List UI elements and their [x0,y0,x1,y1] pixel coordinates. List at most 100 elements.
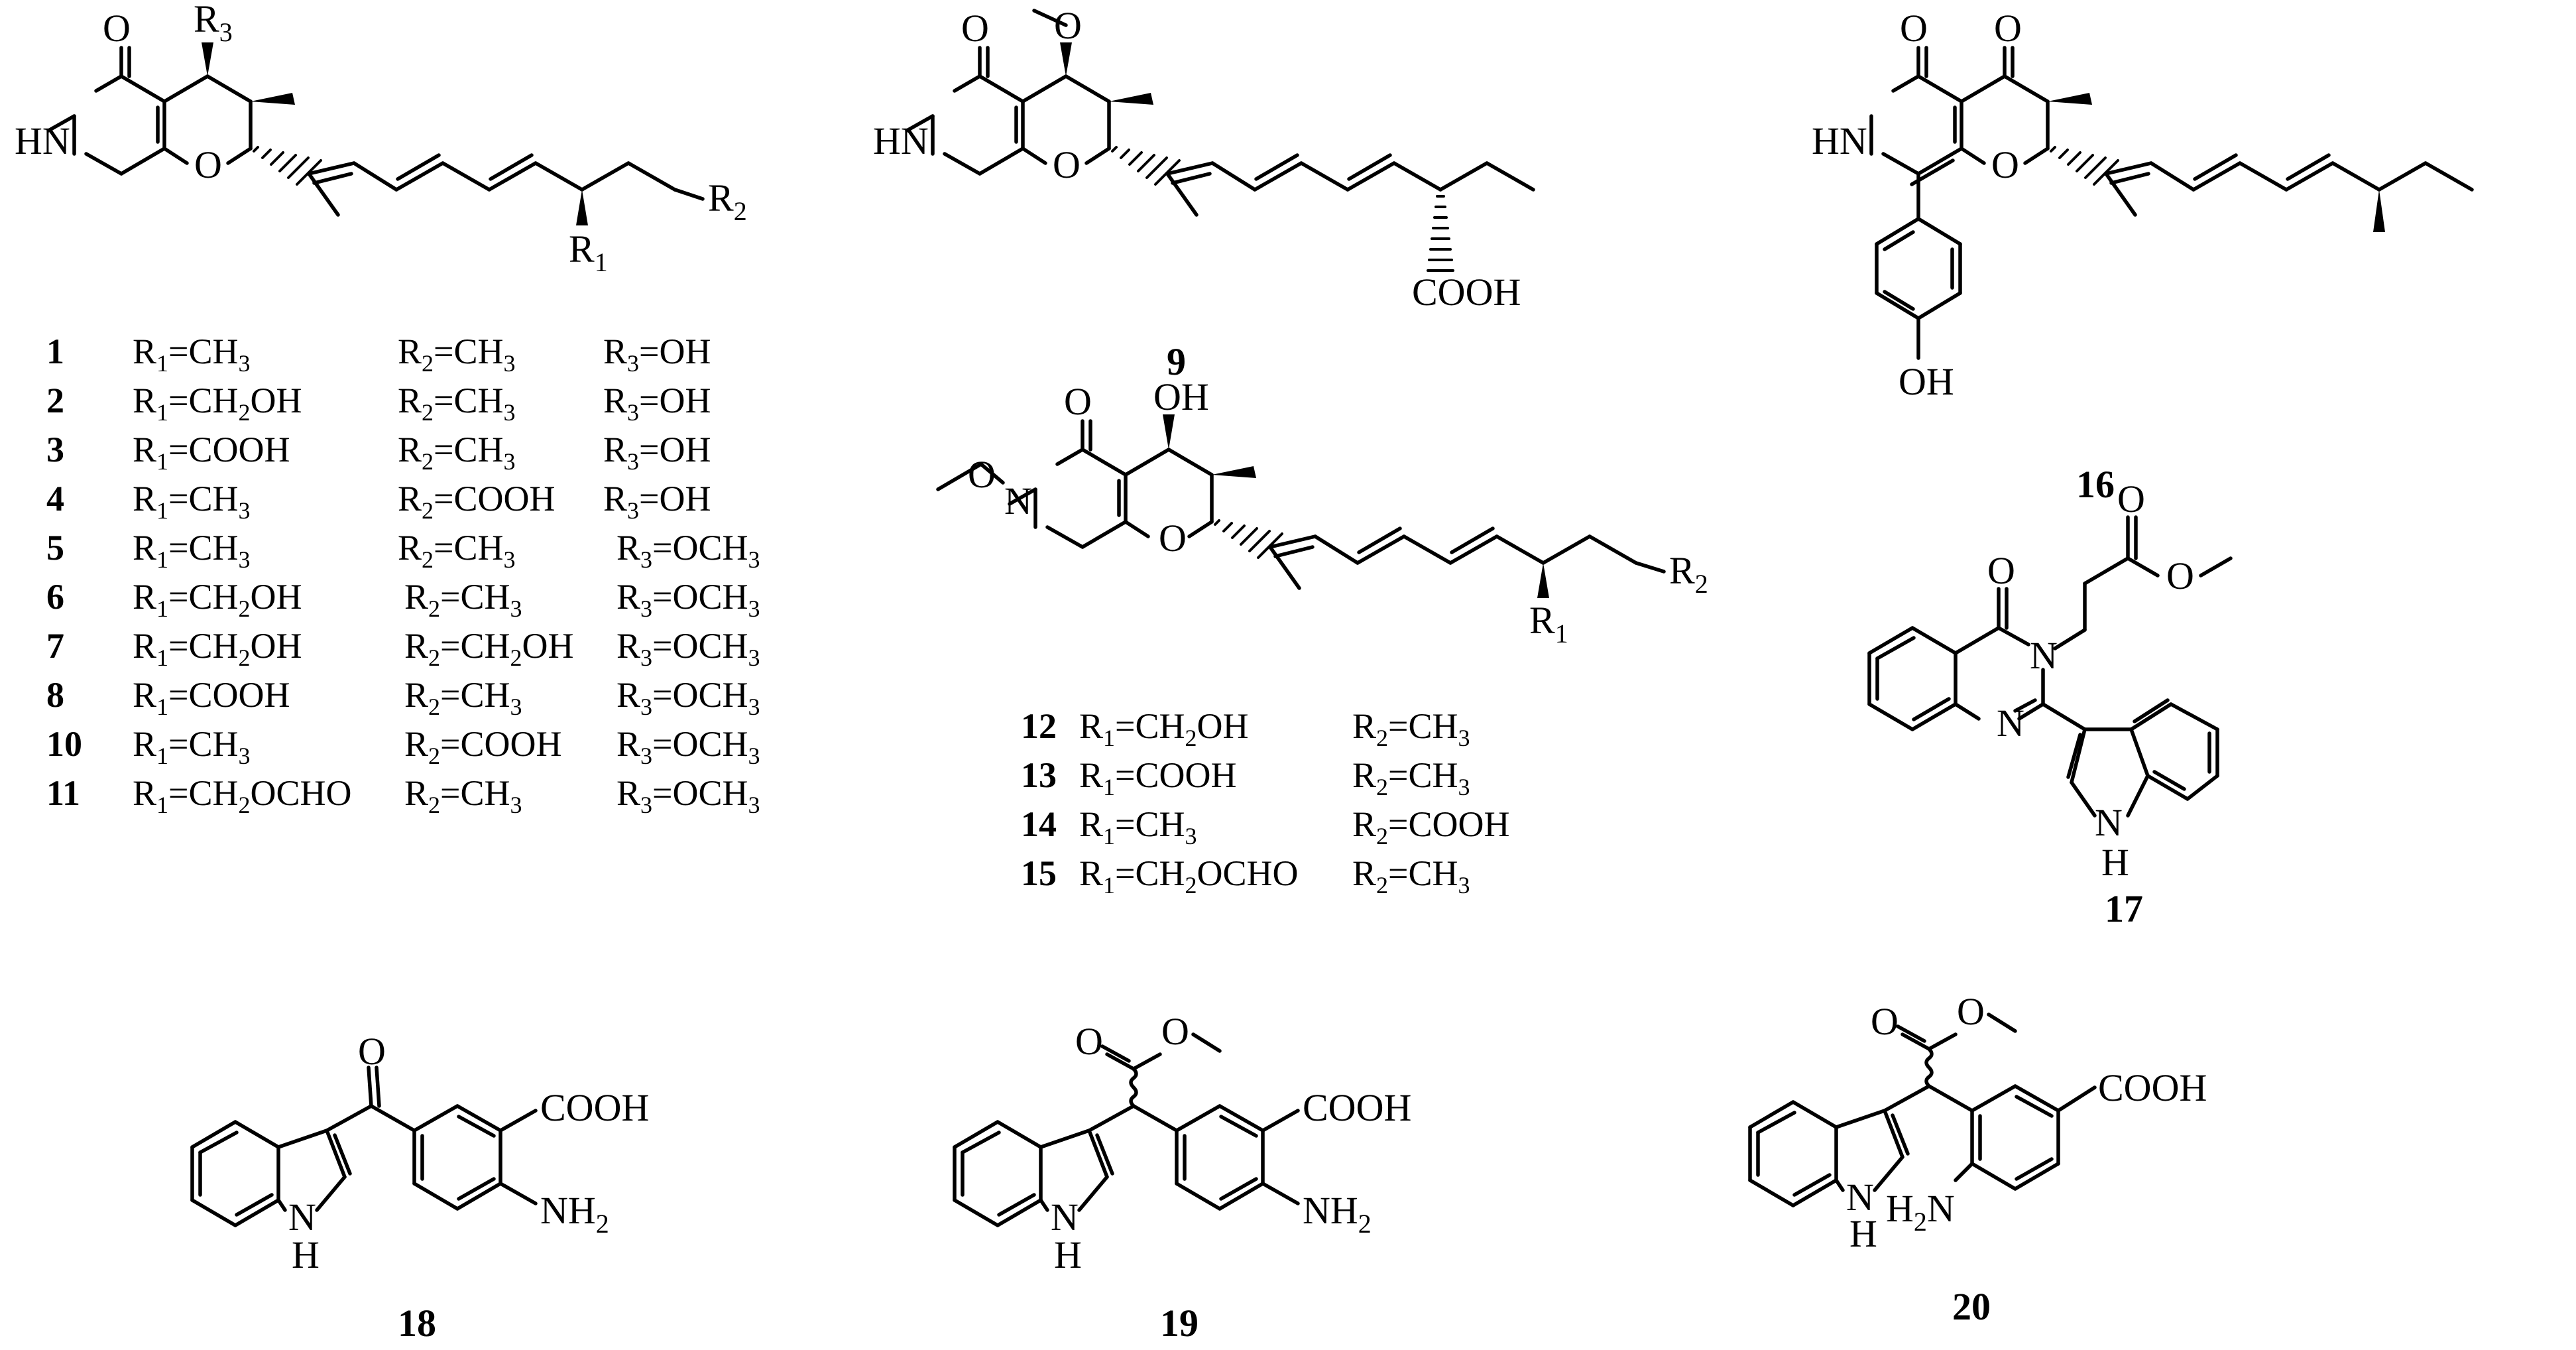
carbonyl-oxygen-label: O [1987,549,2015,592]
r1-label: R1 [569,227,608,277]
compound-number-15: 15 [1021,853,1057,893]
quinazoline-n1-label: N [1997,702,2024,745]
structure-18 [190,1066,538,1227]
compound-number-12: 12 [1021,706,1057,746]
compound-number-14: 14 [1021,804,1057,844]
compound-number-4: 4 [46,479,64,519]
structure-9 [905,9,1535,272]
r1-value: R1=CH2OH [1079,706,1249,751]
indole-nh-label: N [288,1196,316,1239]
lactam-nh-label: HN [1812,119,1867,162]
structure-20 [1748,1012,2097,1207]
phenol-oh-label: OH [1899,360,1954,403]
r2-value: R2=CH3 [1352,853,1470,898]
r2-label: R2 [708,176,747,226]
compound-number-3: 3 [46,430,64,469]
r3-value: R3=OCH3 [616,675,760,720]
r2-value: R2=CH2OH [404,626,574,671]
r3-value: R3=OH [603,479,711,524]
r2-value: R2=CH3 [404,675,522,720]
compound-number-8: 8 [46,675,64,715]
r3-value: R3=OCH3 [616,773,760,818]
r2-value: R2=COOH [398,479,556,524]
r1-value: R1=CH2OH [133,381,302,426]
ester-carbonyl-oxygen-label: O [2117,477,2145,521]
structure-16 [1869,46,2474,360]
indole-h-label: H [1054,1233,1082,1276]
r1-value: R1=CH3 [133,528,251,573]
compound-number-19: 19 [1160,1302,1199,1345]
amine-label: H2N [1886,1187,1955,1237]
atom-labels: O R3 HN O R2 R1 O O HN O COOH O O HN O O… [15,0,2207,1276]
r1-value: R1=COOH [133,675,290,720]
structure-19 [953,1032,1300,1227]
compound-number-18: 18 [398,1302,436,1345]
r3-value: R3=OH [603,381,711,426]
r1-value: R1=CH3 [1079,804,1197,849]
ring-oxygen-label: O [1991,143,2019,186]
indole-h-label: H [2101,841,2129,884]
indole-h-label: H [292,1233,320,1276]
r2-value: R2=COOH [1352,804,1510,849]
ester-carbonyl-oxygen-label: O [1075,1020,1103,1063]
r2-value: R2=CH3 [1352,706,1470,751]
ring-oxygen-label: O [194,143,222,186]
r3-value: R3=OCH3 [616,577,760,622]
r2-value: R2=CH3 [398,528,516,573]
compound-number-10: 10 [46,724,82,764]
cooh-label: COOH [1303,1086,1411,1129]
r2-value: R2=CH3 [398,381,516,426]
cooh-label: COOH [1412,271,1521,314]
indole-h-label: H [1849,1212,1877,1255]
hydroxyl-label: OH [1153,375,1209,418]
r2-value: R2=CH3 [398,430,516,475]
ester-oxygen-label: O [1161,1010,1189,1053]
r2-value: R2=CH3 [1352,755,1470,800]
r3-value: R3=OH [603,332,711,377]
n-methoxy-nitrogen-label: N [1004,479,1032,522]
compound-number-13: 13 [1021,755,1057,795]
n-methoxy-oxygen-label: O [968,453,996,496]
r1-value: R1=CH3 [133,479,251,524]
indole-nh-label: N [1846,1176,1874,1219]
r2-value: R2=CH3 [398,332,516,377]
carbonyl-oxygen-label: O [961,7,989,50]
ester-carbonyl-oxygen-label: O [1871,1000,1899,1043]
r1-value: R1=CH2OH [133,626,302,671]
structure-1-11 [46,42,705,225]
carbonyl-oxygen-label: O [1900,7,1928,50]
cooh-label: COOH [2098,1066,2207,1109]
r1-value: R1=CH2OCHO [1079,853,1299,898]
quinazoline-n3-label: N [2030,634,2058,677]
r3-label: R3 [194,0,233,47]
r1-value: R1=CH2OCHO [133,773,352,818]
compound-number-5: 5 [46,528,64,568]
ring-oxygen-label: O [1159,517,1187,560]
r3-value: R3=OCH3 [616,528,760,573]
r1-value: R1=COOH [1079,755,1237,800]
structure-12-15 [936,414,1666,598]
compound-number-17: 17 [2105,887,2143,930]
r2-value: R2=CH3 [404,577,522,622]
r2-label: R2 [1669,549,1708,599]
amine-label: NH2 [540,1189,609,1239]
r1-value: R1=COOH [133,430,290,475]
ester-oxygen-label: O [2166,554,2194,597]
compound-number-7: 7 [46,626,64,666]
compound-number-16: 16 [2076,463,2115,506]
ester-oxygen-label: O [1957,990,1985,1033]
methoxy-oxygen-label: O [1054,4,1082,47]
r3-value: R3=OH [603,430,711,475]
compound-number-9: 9 [1167,340,1186,383]
r3-value: R3=OCH3 [616,626,760,671]
compound-numbers: 9 16 17 18 19 20 [398,340,2143,1345]
ring-oxygen-label: O [1053,143,1081,186]
r2-value: R2=COOH [404,724,562,769]
amine-label: NH2 [1303,1189,1372,1239]
r3-value: R3=OCH3 [616,724,760,769]
cooh-label: COOH [540,1086,649,1129]
indole-nh-label: N [2095,801,2123,844]
